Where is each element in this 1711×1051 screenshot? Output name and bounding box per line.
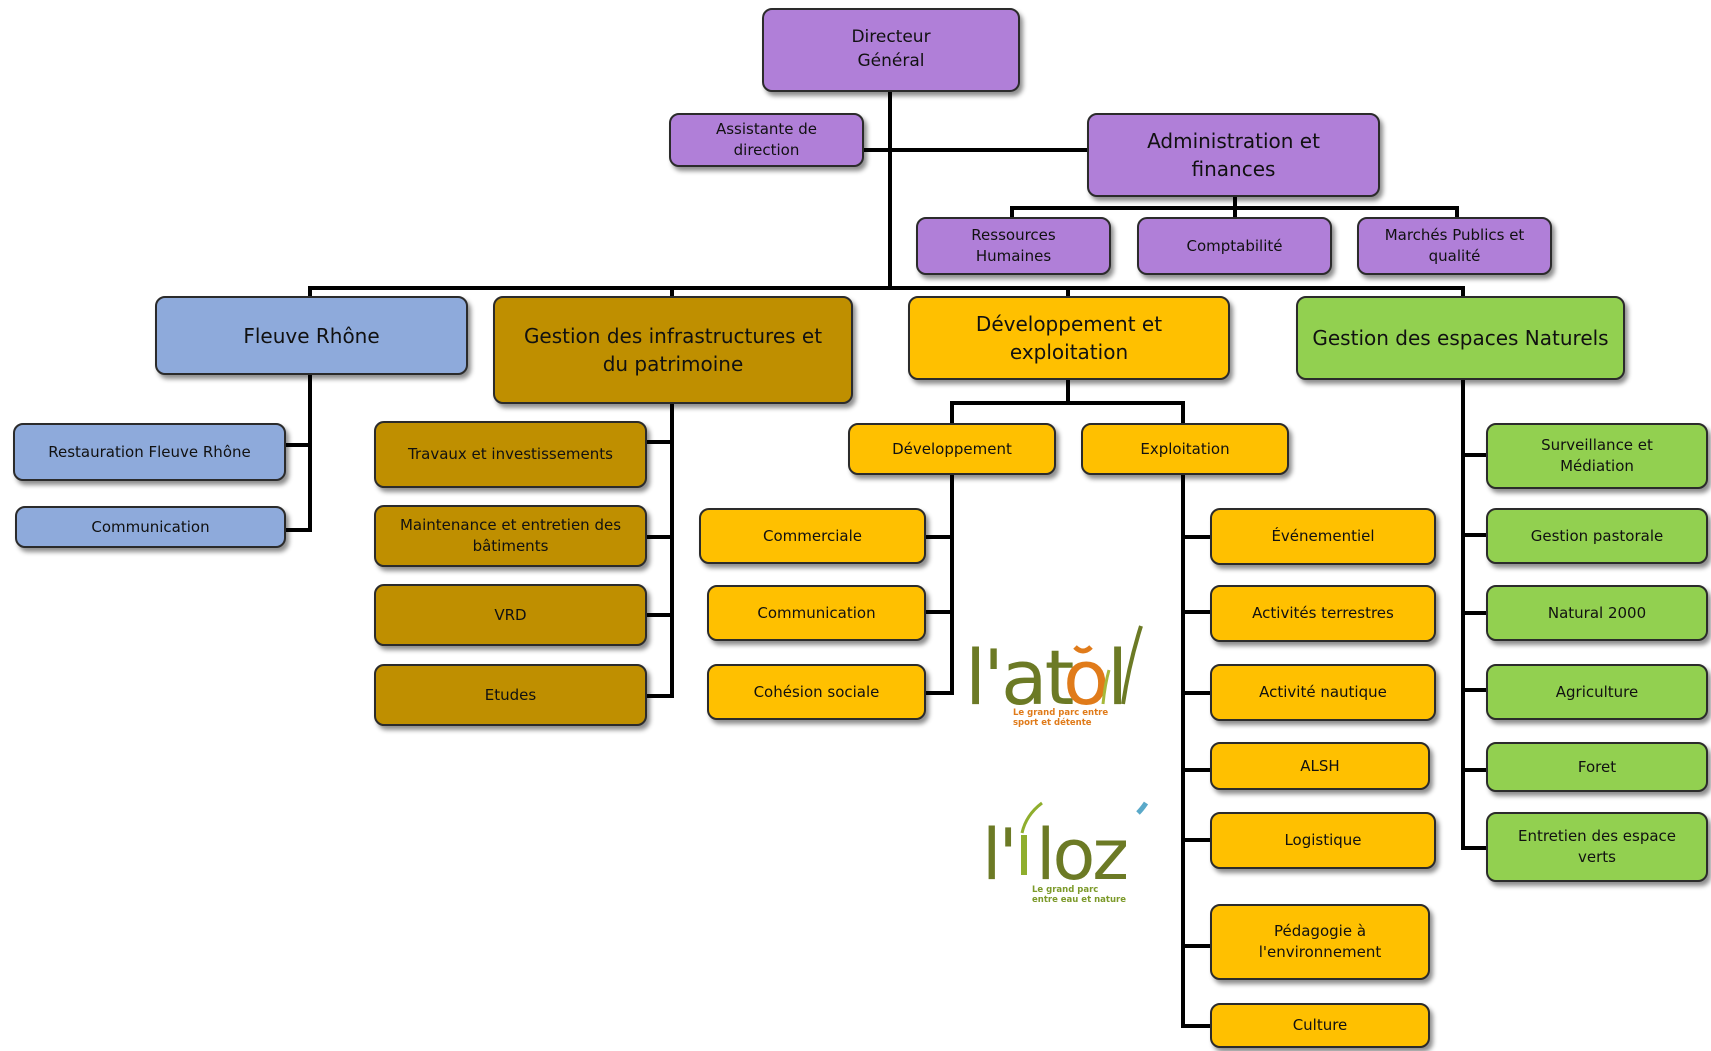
- department-infra-box: Gestion des infrastructures et du patrim…: [493, 296, 853, 404]
- infra-child-box: Etudes: [374, 664, 647, 726]
- fleuve-child-box: Restauration Fleuve Rhône: [13, 423, 286, 481]
- infra-child-box: VRD: [374, 584, 647, 646]
- development-child-label: Cohésion sociale: [753, 682, 880, 701]
- department-nature-box: Gestion des espaces Naturels: [1296, 296, 1625, 380]
- atol-tagline: Le grand parc entre sport et détente: [1013, 708, 1109, 729]
- nature-child-label: Gestion pastorale: [1530, 526, 1664, 545]
- infra-child-box: Maintenance et entretien des bâtiments: [374, 505, 647, 567]
- exploitation-child-label: Activité nautique: [1259, 683, 1387, 701]
- nature-child-box: Agriculture: [1486, 664, 1708, 720]
- nature-child-box: Gestion pastorale: [1486, 508, 1708, 564]
- development-child-box: Cohésion sociale: [707, 664, 926, 720]
- director-box: Directeur Général: [762, 8, 1020, 92]
- development-child-label: Commerciale: [763, 526, 862, 545]
- exploitation-child-box: Événementiel: [1210, 508, 1436, 565]
- admin-label: Administration et finances: [1147, 129, 1320, 181]
- nature-child-box: Natural 2000: [1486, 585, 1708, 641]
- svg-text:l: l: [1107, 633, 1128, 722]
- development-child-box: Commerciale: [699, 508, 926, 564]
- exploitation-child-box: Culture: [1210, 1003, 1430, 1048]
- iloz-tagline: Le grand parc entre eau et nature: [1032, 885, 1126, 906]
- svg-text:loz: loz: [1036, 814, 1126, 896]
- department-dev-box: Développement et exploitation: [908, 296, 1230, 380]
- fleuve-child-label: Communication: [91, 517, 210, 536]
- nature-child-label: Foret: [1577, 757, 1617, 776]
- admin-box: Administration et finances: [1087, 113, 1380, 197]
- development-box: Développement: [848, 423, 1056, 475]
- infra-child-label: Travaux et investissements: [408, 445, 613, 463]
- exploitation-child-box: Activités terrestres: [1210, 585, 1436, 642]
- fleuve-child-label: Restauration Fleuve Rhône: [48, 442, 251, 461]
- exploitation-child-box: Logistique: [1210, 812, 1436, 869]
- atol-logo: l'at o l Le grand parc entre sport et dé…: [963, 612, 1143, 742]
- admin-child-label: Comptabilité: [1186, 236, 1283, 255]
- admin-child-box: Comptabilité: [1137, 217, 1332, 275]
- director-label: Directeur Général: [851, 27, 931, 71]
- department-infra-label: Gestion des infrastructures et du patrim…: [523, 324, 823, 376]
- infra-child-label: Maintenance et entretien des bâtiments: [399, 516, 622, 555]
- development-child-box: Communication: [707, 585, 926, 641]
- infra-child-label: Etudes: [484, 685, 537, 704]
- nature-child-box: Entretien des espace verts: [1486, 812, 1708, 882]
- department-nature-label: Gestion des espaces Naturels: [1312, 326, 1609, 350]
- exploitation-child-label: Logistique: [1284, 831, 1362, 849]
- svg-text:l': l': [982, 814, 1015, 896]
- admin-child-label: Marchés Publics et qualité: [1384, 226, 1525, 265]
- exploitation-child-box: Pédagogie à l'environnement: [1210, 904, 1430, 980]
- exploitation-box: Exploitation: [1081, 423, 1289, 475]
- nature-child-box: Foret: [1486, 742, 1708, 792]
- fleuve-child-box: Communication: [15, 506, 286, 548]
- exploitation-child-box: Activité nautique: [1210, 664, 1436, 721]
- nature-child-label: Agriculture: [1555, 682, 1639, 701]
- department-dev-label: Développement et exploitation: [975, 312, 1163, 364]
- development-label: Développement: [892, 439, 1012, 458]
- admin-child-box: Ressources Humaines: [916, 217, 1111, 275]
- exploitation-child-label: Événementiel: [1271, 527, 1375, 545]
- admin-child-label: Ressources Humaines: [971, 226, 1056, 265]
- admin-child-box: Marchés Publics et qualité: [1357, 217, 1552, 275]
- nature-child-label: Natural 2000: [1547, 603, 1647, 622]
- nature-child-label: Surveillance et Médiation: [1541, 436, 1653, 475]
- exploitation-child-label: Activités terrestres: [1252, 604, 1394, 622]
- assistant-box: Assistante de direction: [669, 113, 864, 167]
- exploitation-child-label: Pédagogie à l'environnement: [1258, 922, 1382, 961]
- iloz-logo-graphic: l' loz: [982, 801, 1149, 896]
- exploitation-label: Exploitation: [1140, 439, 1230, 458]
- svg-text:l'at: l'at: [965, 633, 1073, 722]
- atol-logo-graphic: l'at o l: [965, 625, 1143, 722]
- infra-child-box: Travaux et investissements: [374, 421, 647, 488]
- development-child-label: Communication: [757, 603, 876, 622]
- infra-child-label: VRD: [494, 605, 527, 624]
- assistant-label: Assistante de direction: [715, 120, 818, 159]
- exploitation-child-box: ALSH: [1210, 742, 1430, 790]
- exploitation-child-label: ALSH: [1300, 756, 1340, 775]
- nature-child-label: Entretien des espace verts: [1517, 827, 1677, 866]
- iloz-logo: l' loz Le grand parc entre eau et nature: [980, 793, 1160, 923]
- nature-child-box: Surveillance et Médiation: [1486, 423, 1708, 489]
- department-fleuve-label: Fleuve Rhône: [243, 323, 380, 348]
- department-fleuve-box: Fleuve Rhône: [155, 296, 468, 375]
- exploitation-child-label: Culture: [1292, 1016, 1348, 1034]
